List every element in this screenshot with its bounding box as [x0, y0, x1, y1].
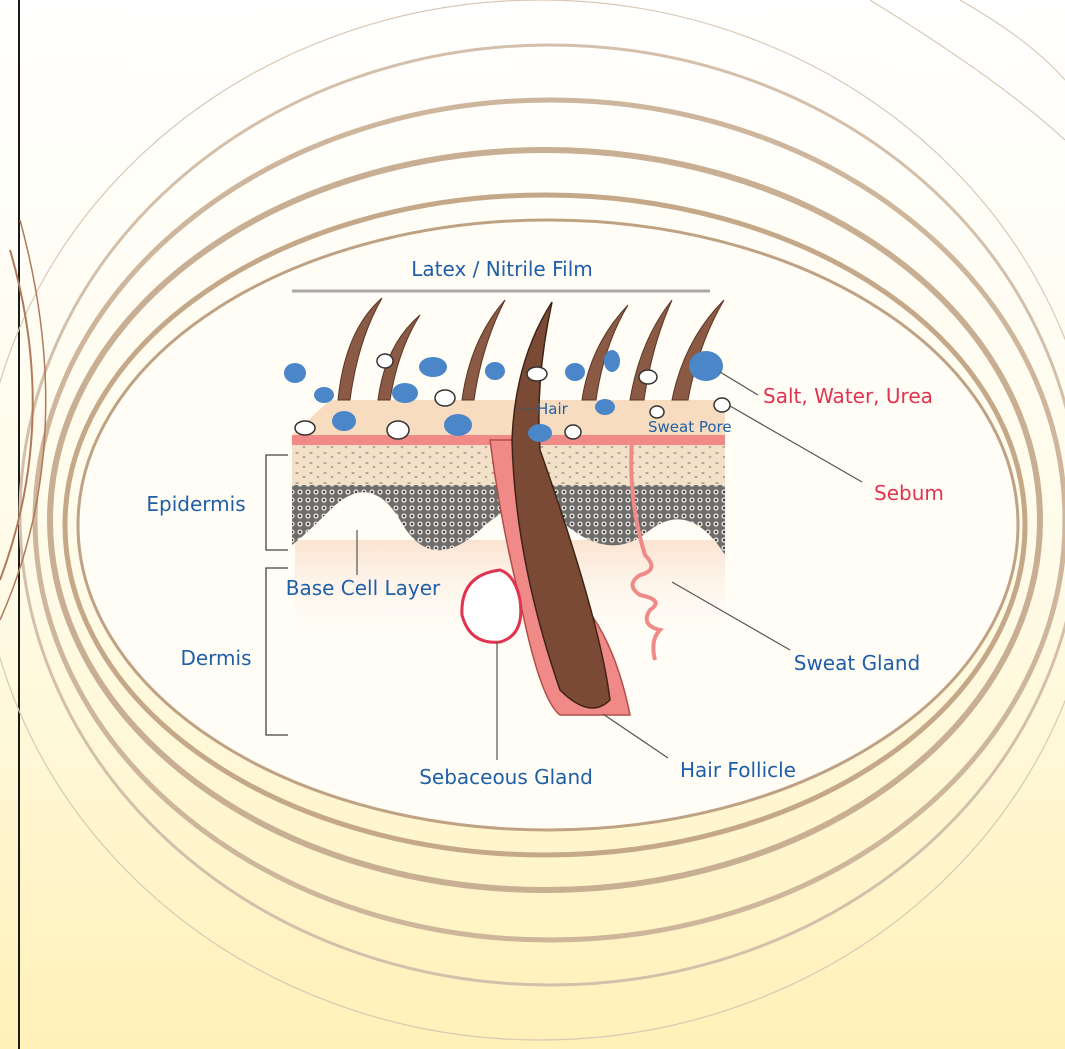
label-epidermis: Epidermis — [146, 492, 245, 516]
label-sebum: Sebum — [874, 481, 944, 505]
label-hair-follicle: Hair Follicle — [680, 758, 796, 782]
label-sweat-pore: Sweat Pore — [648, 418, 732, 436]
label-base-cell-layer: Base Cell Layer — [286, 576, 441, 600]
label-dermis: Dermis — [180, 646, 251, 670]
label-sweat-gland: Sweat Gland — [794, 651, 921, 675]
label-sebaceous-gland: Sebaceous Gland — [419, 765, 593, 789]
label-salt-water-urea: Salt, Water, Urea — [763, 384, 933, 408]
label-hair: Hair — [537, 400, 569, 418]
label-film: Latex / Nitrile Film — [411, 257, 592, 281]
